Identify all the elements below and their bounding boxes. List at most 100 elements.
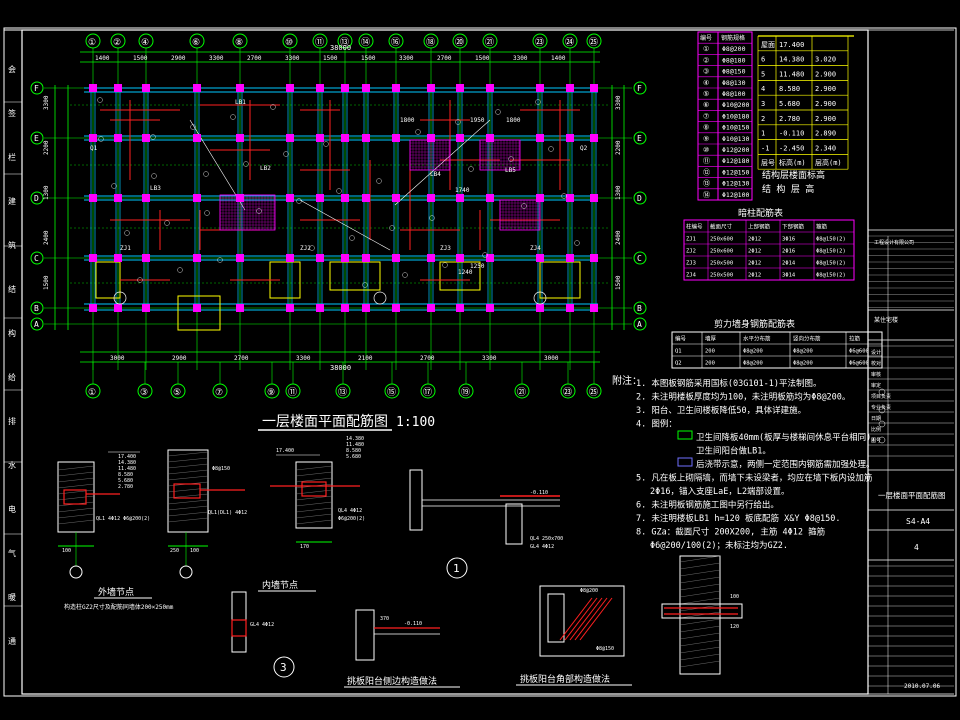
right-dim-text: 1300: [615, 185, 622, 200]
rebar-mark: [243, 161, 249, 167]
column-block: [89, 304, 97, 312]
balcony-outline: [177, 295, 221, 331]
wall-table-cell: 200: [705, 349, 715, 355]
legend-swatch-blue: [677, 457, 693, 467]
col-table-cell: 2Φ12: [748, 273, 761, 279]
rebar-mark: [535, 99, 541, 105]
detail5-hatch: [679, 576, 721, 584]
axis-bubble-bottom: [586, 383, 602, 399]
detail5-label: 100: [730, 594, 739, 600]
wall-table-cell: 200: [705, 361, 715, 367]
axis-bubble-label: ⑬: [338, 387, 347, 398]
rebar-mark: [97, 97, 103, 103]
notes-heading: 附注：: [612, 374, 642, 387]
detail-1-label: QL4 250x700: [530, 536, 563, 542]
detail3-title: 挑板阳台侧边构造做法: [347, 675, 437, 687]
column-block: [193, 194, 201, 202]
elev-cell: 2: [761, 115, 765, 123]
column-block: [392, 134, 400, 142]
rebar-mark: [482, 252, 488, 258]
detail2-hatch: [295, 507, 333, 513]
top-dim-text: 3300: [399, 55, 414, 62]
column-block: [536, 134, 544, 142]
strip-label: 给: [8, 372, 16, 382]
column-block: [427, 254, 435, 262]
detail2-hatch: [295, 519, 333, 525]
axis-bubble-label: ④: [141, 38, 149, 48]
schedule-mark: ⑤: [703, 90, 709, 98]
legend-swatch-green: [677, 430, 693, 440]
rebar-mark: [217, 257, 223, 263]
axis-bubble-label: ㉑: [485, 37, 494, 48]
note-line: 4. 图例：: [636, 419, 677, 430]
note-line: 7. 未注明楼板LB1 h=120 板底配筋 X&Y Φ8@150.: [636, 513, 840, 524]
tb-design-unit: 工程设计有限公司: [874, 239, 914, 246]
bottom-dim-text: 2700: [234, 355, 249, 362]
column-block: [193, 134, 201, 142]
detail2-elev: 8.580: [346, 448, 361, 454]
column-block: [392, 84, 400, 92]
column-block: [566, 254, 574, 262]
detail1b-hatch: [167, 493, 209, 499]
axis-bubble-label: ①: [88, 388, 96, 398]
strip-label: 通: [8, 636, 16, 646]
axis-bubble-label: ⑨: [267, 388, 275, 398]
schedule-mark: ①: [703, 45, 709, 53]
axis-bubble-top: [312, 33, 328, 49]
col-table-cell: 箍筋: [816, 223, 828, 231]
detail-1-wall: [409, 469, 423, 531]
top-dim-text: 1500: [475, 55, 490, 62]
detail2-hatch: [295, 513, 333, 519]
detail5-label: 120: [730, 624, 739, 630]
detail2-hatch: [295, 495, 333, 501]
axis-bubble-label: ⑩: [285, 38, 293, 48]
elev-cell: 2.780: [779, 115, 800, 123]
column-block: [341, 194, 349, 202]
detail1-axis-bubble: [69, 565, 83, 579]
axis-bubble-label: ㉔: [565, 37, 574, 48]
axis-bubble-top: [189, 33, 205, 49]
detail1-label: 100: [190, 548, 199, 554]
rebar-mark: [203, 171, 209, 177]
rebar-mark: [177, 267, 183, 273]
tb-date: 2010.07.06: [904, 683, 941, 690]
col-table-cell: 2Φ12: [748, 237, 761, 243]
axis-bubble-right: [633, 131, 647, 145]
strip-label: 排: [8, 416, 16, 426]
detail4-box: [539, 585, 625, 657]
note-line: 2Φ16，锚入支座LaE，L2端部设置。: [650, 486, 790, 497]
axis-bubble-right: [633, 251, 647, 265]
detail2-label: 170: [300, 544, 309, 550]
plan-label: ZJ4: [530, 245, 541, 252]
tb-project: 某住宅楼: [874, 316, 898, 324]
strip-label: 电: [8, 504, 16, 514]
axis-bubble-label: B: [637, 304, 642, 313]
column-block: [236, 134, 244, 142]
note-line: 8. GZa：截面尺寸 200X200, 主筋 4Φ12 箍筋: [636, 527, 825, 538]
wall-table-cell: Φ8@200: [793, 349, 813, 355]
axis-bubble-top: [232, 33, 248, 49]
wall-table-cell: 编号: [675, 335, 687, 343]
axis-bubble-right: [633, 191, 647, 205]
axis-bubble-label: ⑭: [361, 37, 370, 48]
rebar-mark: [442, 262, 448, 268]
axis-bubble-bottom: [212, 383, 228, 399]
elev-cell: -2.450: [779, 144, 804, 152]
detail1b-hatch: [167, 499, 209, 505]
outer-frame: [3, 27, 957, 697]
column-block: [456, 254, 464, 262]
detail-3-rebar: [231, 619, 247, 637]
schedule-value: Φ8@180: [722, 56, 746, 64]
rebar-mark: [574, 240, 580, 246]
column-block: [114, 134, 122, 142]
elev-cell: 屋面: [761, 41, 775, 49]
column-block: [590, 84, 598, 92]
column-block: [456, 194, 464, 202]
detail5-hatch: [679, 562, 721, 570]
col-table-cell: ZJ4: [686, 273, 697, 279]
top-dim-text: 2900: [171, 55, 186, 62]
column-block: [142, 194, 150, 202]
